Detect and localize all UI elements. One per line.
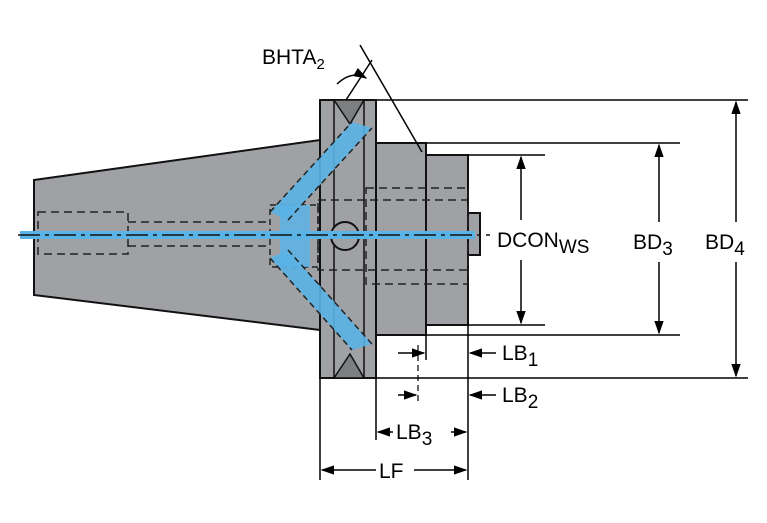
label-lb1: LB1 <box>502 342 538 371</box>
channel-edge <box>269 257 353 351</box>
label-bd4: BD4 <box>705 231 745 260</box>
label-bg <box>704 222 760 262</box>
channel-edge <box>287 127 373 221</box>
nose-section <box>425 154 469 326</box>
label-bg <box>496 220 622 260</box>
label-lb3: LB3 <box>396 421 432 450</box>
label-bg <box>376 456 414 486</box>
bhta-angle-arc <box>336 67 368 85</box>
bhta-leader-line <box>345 59 373 101</box>
flange-v-groove-bottom <box>332 352 366 379</box>
label-bg <box>632 222 692 262</box>
channel-edge <box>287 249 373 345</box>
coolant-channel-upper <box>270 122 372 220</box>
label-bg <box>393 418 451 452</box>
label-bd3: BD3 <box>633 231 673 260</box>
label-dcon: DCONWS <box>497 229 589 258</box>
channel-edge <box>269 121 353 213</box>
flange-v-groove-top <box>332 99 366 126</box>
label-bhta: BHTA2 <box>262 46 325 73</box>
label-lf: LF <box>379 460 404 483</box>
coolant-channel-lower <box>270 250 372 350</box>
label-lb2: LB2 <box>502 384 538 413</box>
